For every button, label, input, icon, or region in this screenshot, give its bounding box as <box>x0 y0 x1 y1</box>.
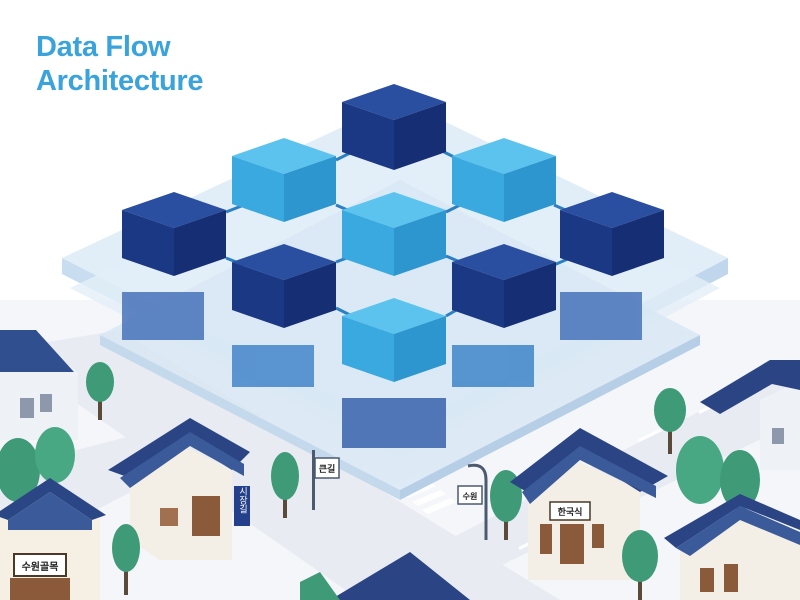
page-title-line-1: Data Flow <box>36 31 171 63</box>
node-cube <box>342 298 446 382</box>
node-grid <box>122 84 664 382</box>
node-cube <box>452 244 556 328</box>
tree <box>654 388 686 454</box>
hanok-bottom-center <box>300 552 470 600</box>
tree <box>112 524 140 595</box>
tree <box>271 452 299 518</box>
hanok-left: 수원골목 <box>0 478 106 600</box>
hanok-right: 한국식 <box>510 428 668 580</box>
node-cube <box>122 192 226 276</box>
hanok-right-sign: 한국식 <box>558 506 583 518</box>
street-sign-right: 수원 <box>457 463 488 540</box>
tree <box>622 530 658 600</box>
hanok-bottom-right <box>664 494 800 600</box>
node-cube <box>232 244 336 328</box>
house-top-right <box>700 360 800 470</box>
street-sign-center-label: 큰길 <box>319 463 336 475</box>
node-cube <box>560 192 664 276</box>
street-sign-right-label: 수원 <box>463 491 478 501</box>
page-title: Data Flow Architecture <box>36 30 204 98</box>
page-title-line-2: Architecture <box>36 65 204 97</box>
tree <box>86 362 114 420</box>
hanok-mid-left: 시장길 <box>108 418 250 560</box>
tree <box>0 427 75 502</box>
tree <box>676 436 760 510</box>
house-top-left <box>0 330 78 440</box>
hanok-left-sign: 수원골목 <box>22 560 59 573</box>
node-cube <box>232 138 336 222</box>
hanok-mid-left-sign: 시장길 <box>237 486 247 513</box>
node-cube <box>342 84 446 170</box>
platform-block-reflections <box>122 292 642 448</box>
node-cube <box>342 192 446 276</box>
node-cube <box>452 138 556 222</box>
street-sign-center: 큰길 <box>312 450 340 510</box>
